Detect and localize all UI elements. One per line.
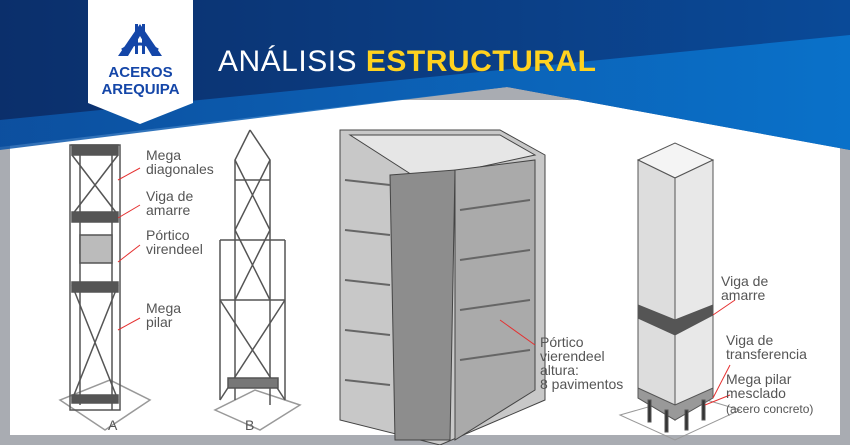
label-mega-diagonales: Mega diagonales — [146, 147, 214, 177]
tower-a — [58, 144, 152, 431]
label-portico-altura: Pórtico vierendeel altura: 8 pavimentos — [540, 334, 624, 392]
tower-c — [339, 129, 546, 445]
label-portico-vierendeel: Pórtico virendeel — [146, 227, 203, 257]
logo-badge-icon — [88, 0, 193, 124]
aceros-arequipa-logo: ACEROS AREQUIPA — [88, 0, 193, 124]
tower-b — [213, 129, 302, 431]
label-viga-amarre-a: Viga de amarre — [146, 188, 194, 218]
label-acero-concreto: (acero concreto) — [726, 402, 814, 416]
title-part-1: ANÁLISIS — [218, 45, 358, 78]
header-banner — [0, 0, 850, 150]
label-viga-transferencia: Viga de transferencia — [726, 332, 807, 362]
page-title: ANÁLISIS ESTRUCTURAL — [218, 45, 596, 79]
brand-line-1: ACEROS — [108, 64, 173, 81]
annotation-arrows — [117, 167, 736, 406]
title-part-2: ESTRUCTURAL — [365, 45, 597, 78]
label-mega-pilar-mesclado: Mega pilar mesclado — [726, 371, 792, 401]
label-mega-pilar: Mega pilar — [146, 300, 182, 330]
label-a: A — [108, 417, 118, 433]
brand-line-2: AREQUIPA — [101, 81, 180, 98]
logo-text: ACEROS AREQUIPA — [88, 64, 193, 98]
label-b: B — [245, 417, 255, 433]
label-viga-amarre-d: Viga de amarre — [721, 273, 769, 303]
tower-d — [618, 142, 742, 441]
